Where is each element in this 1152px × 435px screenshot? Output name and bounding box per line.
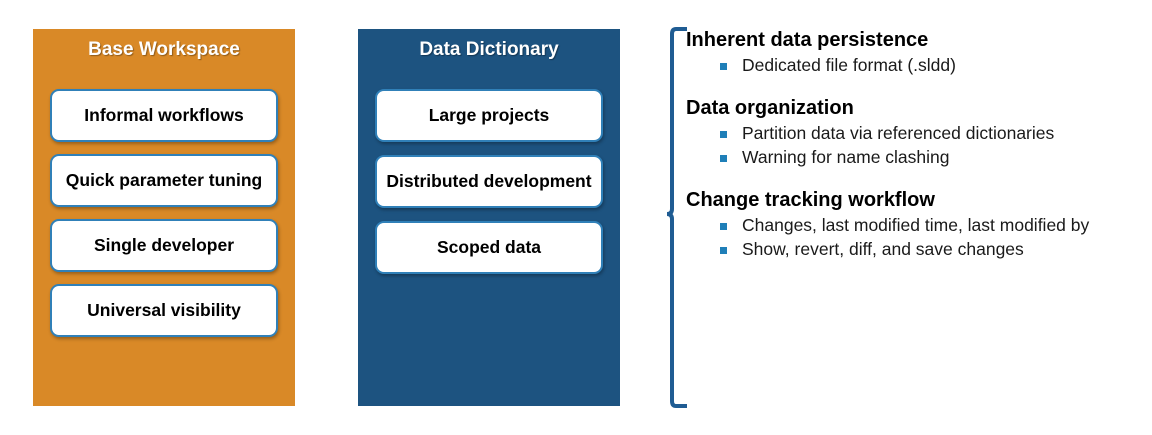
panel-data-dictionary-items: Large projects Distributed development S…: [375, 89, 603, 287]
square-bullet-icon: [720, 63, 727, 70]
chip-quick-parameter-tuning[interactable]: Quick parameter tuning: [50, 154, 278, 207]
chip-distributed-development[interactable]: Distributed development: [375, 155, 603, 208]
panel-data-dictionary: Data Dictionary Large projects Distribut…: [358, 29, 620, 406]
list-item: Changes, last modified time, last modifi…: [720, 214, 1141, 237]
bullet-list: Changes, last modified time, last modifi…: [686, 214, 1141, 261]
square-bullet-icon: [720, 247, 727, 254]
panel-data-dictionary-title: Data Dictionary: [419, 39, 559, 60]
list-item: Dedicated file format (.sldd): [720, 54, 1141, 77]
panel-base-workspace-title: Base Workspace: [88, 39, 240, 60]
square-bullet-icon: [720, 155, 727, 162]
list-item: Show, revert, diff, and save changes: [720, 238, 1141, 261]
chip-single-developer[interactable]: Single developer: [50, 219, 278, 272]
section-change-tracking-workflow: Change tracking workflow Changes, last m…: [686, 188, 1141, 261]
list-item: Warning for name clashing: [720, 146, 1141, 169]
panel-base-workspace: Base Workspace Informal workflows Quick …: [33, 29, 295, 406]
square-bullet-icon: [720, 131, 727, 138]
bullet-list: Dedicated file format (.sldd): [686, 54, 1141, 77]
list-item-label: Partition data via referenced dictionari…: [742, 123, 1055, 143]
list-item-label: Show, revert, diff, and save changes: [742, 239, 1024, 259]
detail-content: Inherent data persistence Dedicated file…: [686, 28, 1141, 262]
bullet-list: Partition data via referenced dictionari…: [686, 122, 1141, 169]
chip-scoped-data[interactable]: Scoped data: [375, 221, 603, 274]
square-bullet-icon: [720, 223, 727, 230]
left-curly-brace-icon: [666, 27, 687, 408]
list-item-label: Dedicated file format (.sldd): [742, 55, 956, 75]
section-heading: Inherent data persistence: [686, 29, 929, 51]
section-heading: Data organization: [686, 97, 854, 119]
list-item: Partition data via referenced dictionari…: [720, 122, 1141, 145]
list-item-label: Changes, last modified time, last modifi…: [742, 215, 1090, 235]
list-item-label: Warning for name clashing: [742, 147, 950, 167]
section-inherent-data-persistence: Inherent data persistence Dedicated file…: [686, 28, 1141, 77]
section-data-organization: Data organization Partition data via ref…: [686, 96, 1141, 169]
chip-large-projects[interactable]: Large projects: [375, 89, 603, 142]
chip-universal-visibility[interactable]: Universal visibility: [50, 284, 278, 337]
panel-base-workspace-items: Informal workflows Quick parameter tunin…: [50, 89, 278, 349]
chip-informal-workflows[interactable]: Informal workflows: [50, 89, 278, 142]
section-heading: Change tracking workflow: [686, 189, 935, 211]
